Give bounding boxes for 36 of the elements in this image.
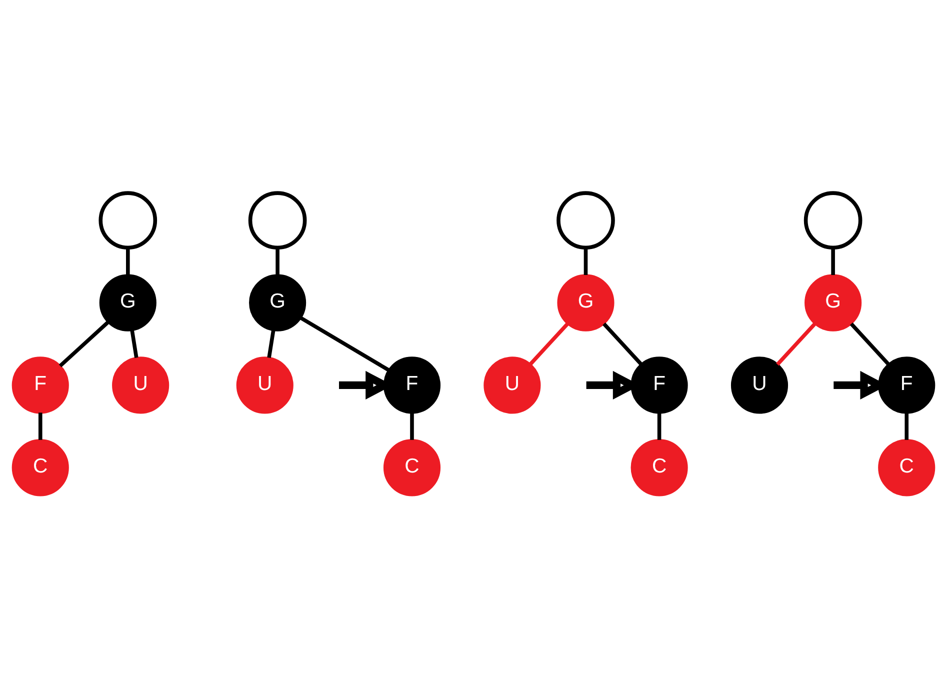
node-circle: U bbox=[484, 356, 541, 414]
connector bbox=[850, 322, 890, 366]
node-circle: G bbox=[557, 274, 614, 331]
node-circle: G bbox=[804, 274, 862, 331]
node-circle bbox=[804, 190, 862, 250]
node-circle bbox=[248, 190, 307, 250]
node-circle bbox=[556, 190, 615, 250]
connector bbox=[584, 247, 588, 275]
connector bbox=[130, 328, 138, 358]
connector bbox=[126, 247, 130, 275]
connector bbox=[831, 247, 835, 275]
connector bbox=[410, 412, 414, 440]
node-circle: C bbox=[12, 438, 69, 496]
node-circle: C bbox=[878, 438, 936, 496]
connector bbox=[300, 316, 390, 372]
connector bbox=[776, 322, 816, 366]
connector bbox=[904, 412, 909, 440]
node-circle: F bbox=[878, 356, 936, 414]
node-circle: G bbox=[99, 274, 156, 331]
connector bbox=[602, 322, 643, 366]
node-circle: U bbox=[236, 356, 294, 414]
connector bbox=[276, 247, 280, 275]
connector bbox=[528, 322, 569, 366]
connector bbox=[267, 328, 276, 358]
node-circle: F bbox=[12, 356, 69, 414]
node-circle: F bbox=[630, 356, 688, 414]
connector bbox=[657, 412, 662, 440]
node-circle: F bbox=[383, 356, 441, 414]
node-circle: C bbox=[383, 438, 441, 496]
connector bbox=[58, 320, 110, 367]
node-circle bbox=[98, 190, 158, 250]
node-circle: U bbox=[112, 356, 170, 414]
connector bbox=[38, 412, 42, 440]
node-circle: C bbox=[630, 438, 688, 496]
node-circle: U bbox=[730, 356, 788, 414]
node-circle: G bbox=[249, 274, 306, 331]
